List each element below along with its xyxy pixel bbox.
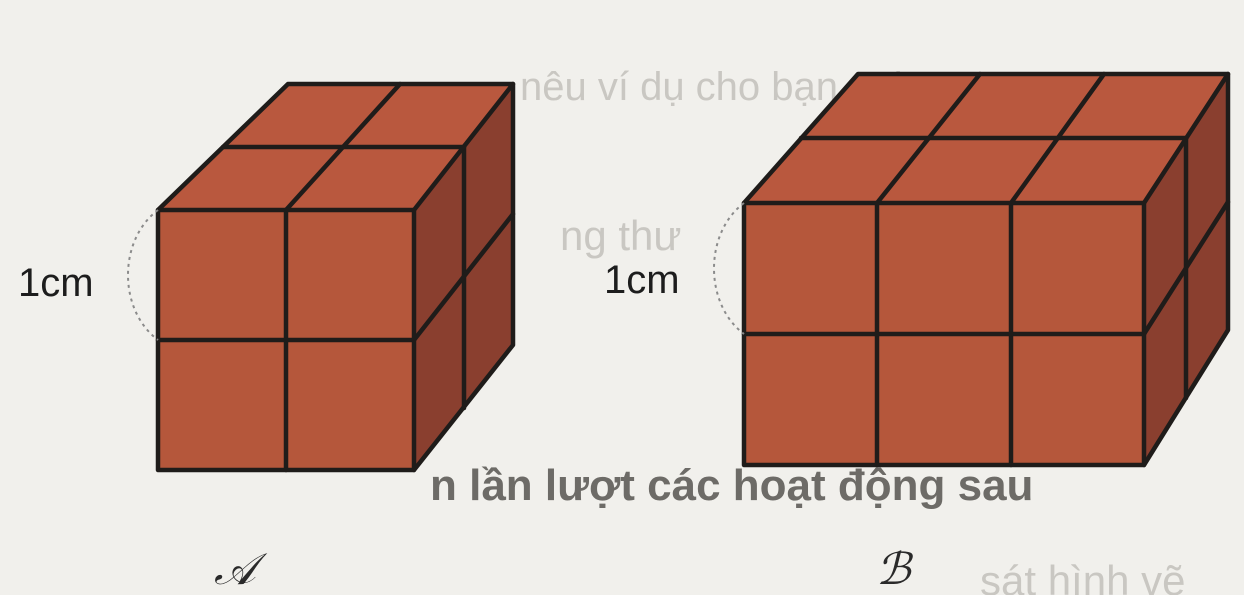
cube-a-grid-lines xyxy=(155,81,516,473)
cube-b-dimension-label: 1cm xyxy=(604,258,680,302)
cube-a-figure-label: 𝒜 xyxy=(214,544,268,595)
cube-figure-b: 1cm ℬ xyxy=(604,71,1231,595)
cube-a-dimension-label: 1cm xyxy=(18,261,94,305)
cube-b-grid-lines xyxy=(741,71,1231,468)
cube-b-dimension-brace xyxy=(713,202,745,335)
background-text-line4: sát hình vẽ xyxy=(980,557,1185,595)
cube-a-dimension-brace xyxy=(127,209,159,341)
background-text-line2: ng thư xyxy=(560,212,682,259)
cube-b-figure-label: ℬ xyxy=(876,544,914,595)
cube-figure-a: 1cm 𝒜 xyxy=(18,81,516,595)
background-text-line3: n lần lượt các hoạt động sau xyxy=(430,461,1033,510)
